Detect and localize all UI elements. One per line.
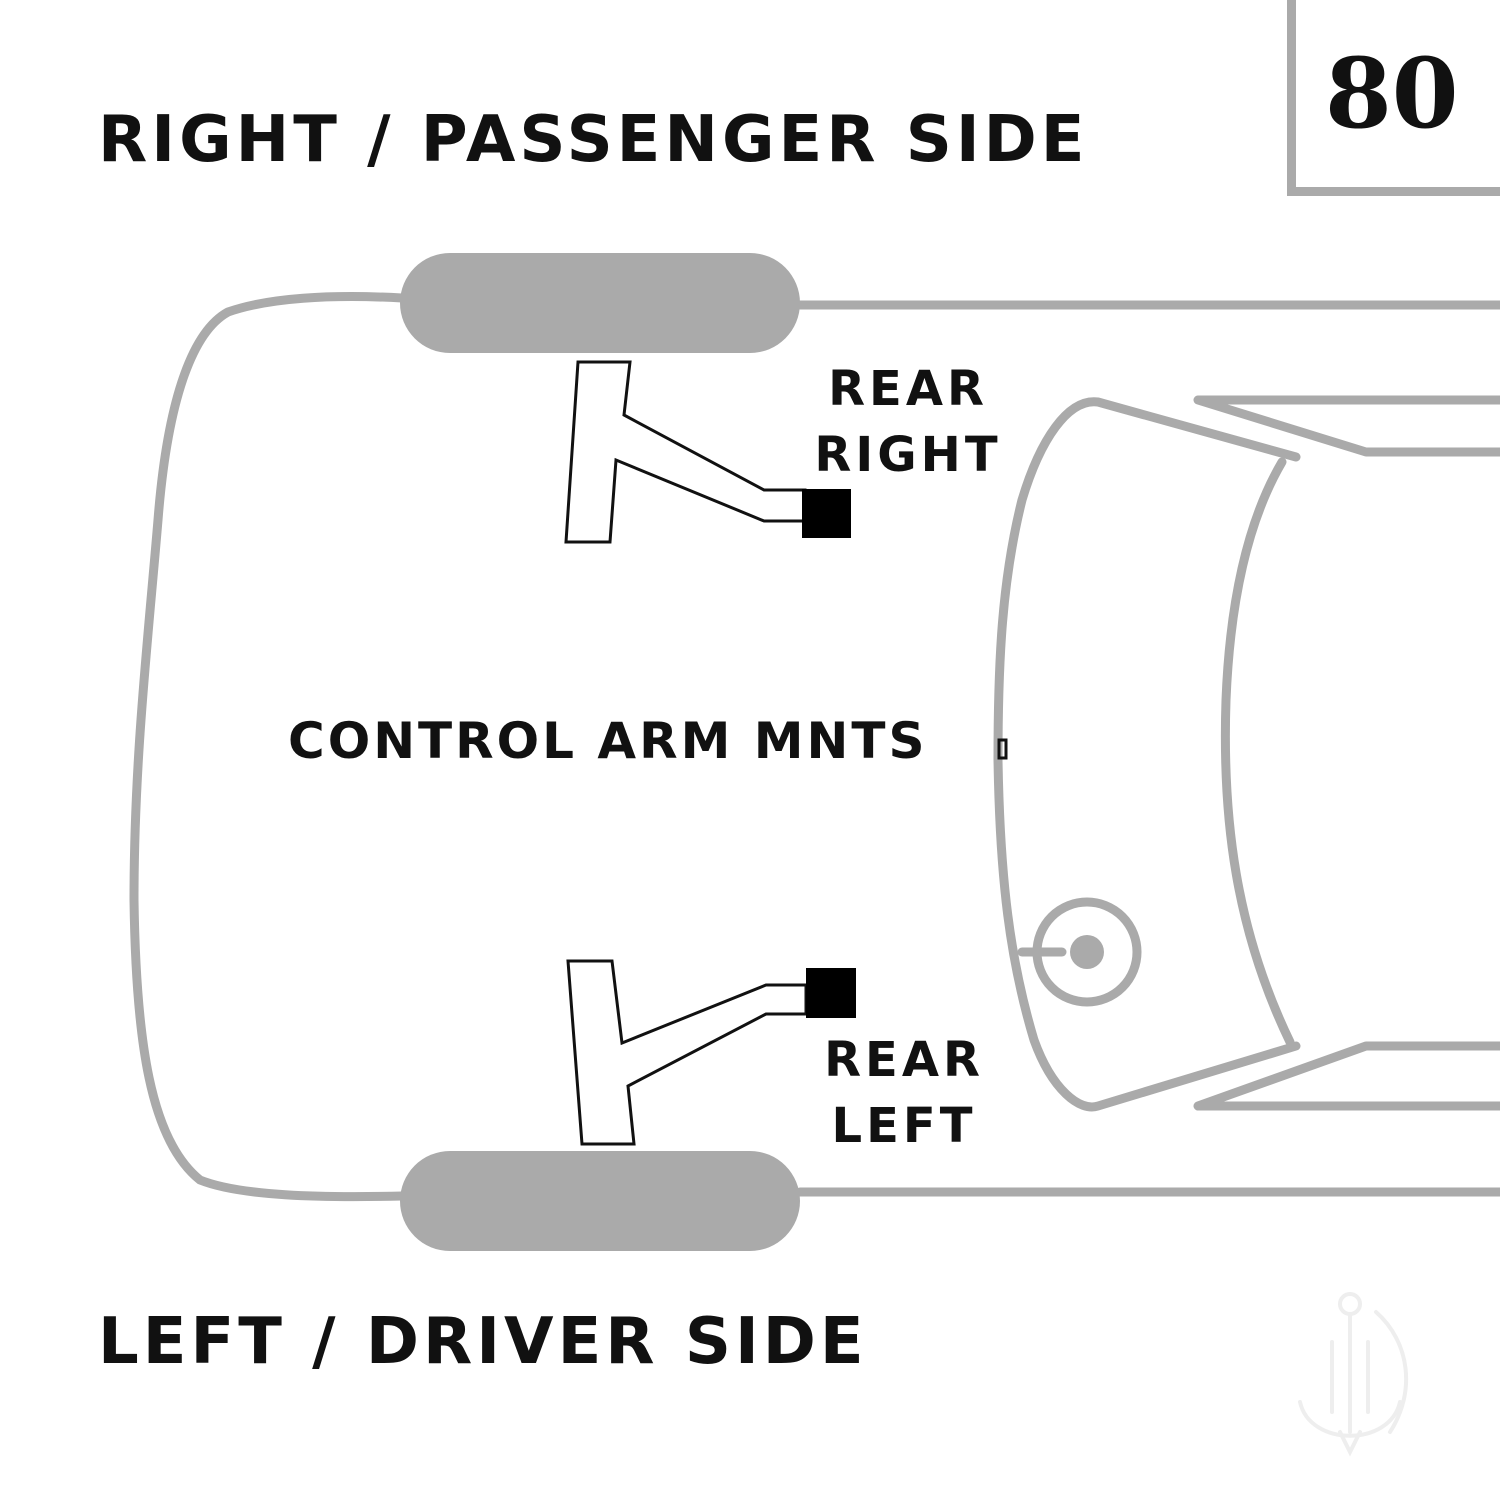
differential-hub: [1070, 935, 1104, 969]
rear-left-label-line2: LEFT: [831, 1098, 977, 1154]
rear-right-label-line2: RIGHT: [814, 427, 1002, 483]
rear-left-label: REAR LEFT: [784, 1027, 1024, 1159]
axle-small-marker: [997, 738, 1008, 760]
rear-left-mount-block: [806, 968, 856, 1018]
differential-ring: [1032, 897, 1142, 1007]
part-number-badge: [1287, 0, 1500, 196]
left-tire: [400, 1151, 800, 1251]
left-driveshaft-tube: [1193, 1041, 1500, 1111]
axle-outer-housing: [993, 397, 1301, 1112]
rear-axle-assembly: [993, 395, 1500, 1112]
rear-right-mount-block: [802, 489, 851, 538]
rear-right-control-arm: [564, 360, 807, 544]
right-driveshaft-tube: [1193, 395, 1500, 457]
anchor-logo-watermark-icon: [1298, 1292, 1409, 1457]
axle-inner-housing: [1220, 457, 1295, 1047]
rear-left-label-line1: REAR: [824, 1032, 984, 1088]
rear-right-label: REAR RIGHT: [788, 356, 1028, 488]
control-arm-mounts-label: CONTROL ARM MNTS: [288, 712, 928, 770]
car-body-outline: [129, 292, 1500, 1202]
rear-left-control-arm: [566, 959, 808, 1146]
right-passenger-side-title: RIGHT / PASSENGER SIDE: [98, 103, 1089, 177]
rear-right-label-line1: REAR: [828, 361, 988, 417]
part-number: 80: [1325, 37, 1459, 150]
body-front-contour: [129, 292, 407, 1202]
right-tire: [400, 253, 800, 353]
left-driver-side-title: LEFT / DRIVER SIDE: [98, 1305, 868, 1379]
